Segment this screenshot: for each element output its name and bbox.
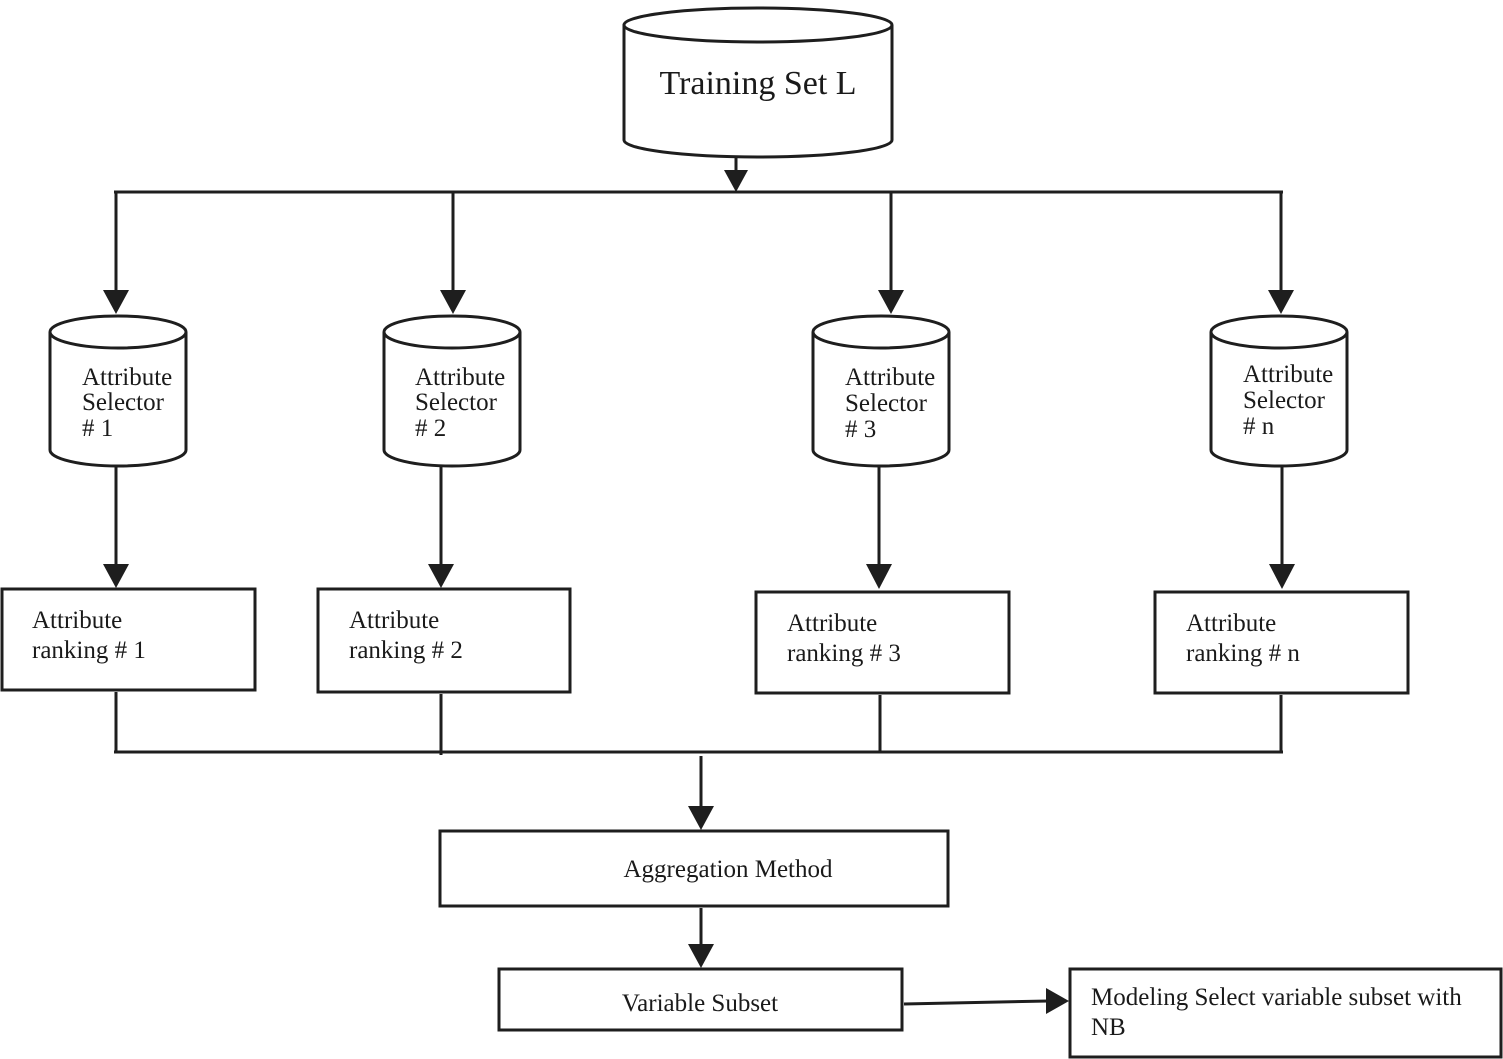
ranking-3-line2: ranking # 3	[787, 640, 901, 667]
selector-n-line2: Selector	[1243, 387, 1326, 414]
collector-to-aggregation-arrow	[688, 756, 714, 830]
ranking-n-line1: Attribute	[1186, 610, 1276, 637]
training-set-node: Training Set L	[622, 6, 894, 159]
ranking-2-line1: Attribute	[349, 607, 439, 634]
aggregation-method-label: Aggregation Method	[624, 856, 833, 883]
modeling-line2: NB	[1091, 1014, 1126, 1041]
selector-n-line3: # n	[1243, 413, 1275, 440]
selector-n-to-ranking-arrow	[1269, 466, 1295, 589]
modeling-node: Modeling Select variable subset with NB	[1068, 967, 1503, 1059]
bus-to-selector-n-arrow	[1268, 192, 1294, 314]
selector-2-line2: Selector	[415, 389, 498, 416]
selector-3-to-ranking-arrow	[866, 466, 892, 589]
training-set-label: Training Set L	[659, 65, 856, 102]
selector-1-node: Attribute Selector # 1	[48, 314, 188, 468]
ranking-2-line2: ranking # 2	[349, 637, 463, 664]
ranking-1-line2: ranking # 1	[32, 637, 146, 664]
selector-1-line2: Selector	[82, 389, 165, 416]
subset-to-modeling-arrow	[903, 988, 1069, 1014]
selector-3-line1: Attribute	[845, 364, 935, 391]
training-to-bus-connector	[724, 158, 748, 192]
bus-to-selector-3-arrow	[878, 192, 904, 314]
ranking-3-line1: Attribute	[787, 610, 877, 637]
ranking-n-node: Attribute ranking # n	[1153, 590, 1410, 695]
selector-2-to-ranking-arrow	[428, 466, 454, 588]
selector-n-line1: Attribute	[1243, 361, 1333, 388]
selector-1-to-ranking-arrow	[103, 466, 129, 588]
selector-2-node: Attribute Selector # 2	[382, 314, 522, 468]
selector-n-node: Attribute Selector # n	[1209, 314, 1349, 468]
selector-2-line3: # 2	[415, 415, 446, 442]
ranking-3-node: Attribute ranking # 3	[754, 590, 1011, 695]
selector-3-line2: Selector	[845, 390, 928, 417]
variable-subset-node: Variable Subset	[497, 967, 904, 1032]
ranking-2-node: Attribute ranking # 2	[316, 587, 572, 694]
modeling-line1: Modeling Select variable subset with	[1091, 984, 1462, 1011]
selector-3-node: Attribute Selector # 3	[811, 314, 951, 468]
variable-subset-label: Variable Subset	[622, 990, 778, 1017]
ranking-collector	[114, 692, 1283, 755]
ranking-1-line1: Attribute	[32, 607, 122, 634]
selector-3-line3: # 3	[845, 416, 876, 443]
aggregation-method-node: Aggregation Method	[438, 829, 950, 908]
selector-1-line1: Attribute	[82, 364, 172, 391]
aggregation-to-subset-arrow	[688, 908, 714, 968]
bus-to-selector-2-arrow	[440, 192, 466, 314]
ranking-1-node: Attribute ranking # 1	[0, 587, 257, 692]
selector-2-line1: Attribute	[415, 364, 505, 391]
bus-to-selector-1-arrow	[103, 192, 129, 314]
ranking-n-line2: ranking # n	[1186, 640, 1300, 667]
selector-1-line3: # 1	[82, 415, 113, 442]
